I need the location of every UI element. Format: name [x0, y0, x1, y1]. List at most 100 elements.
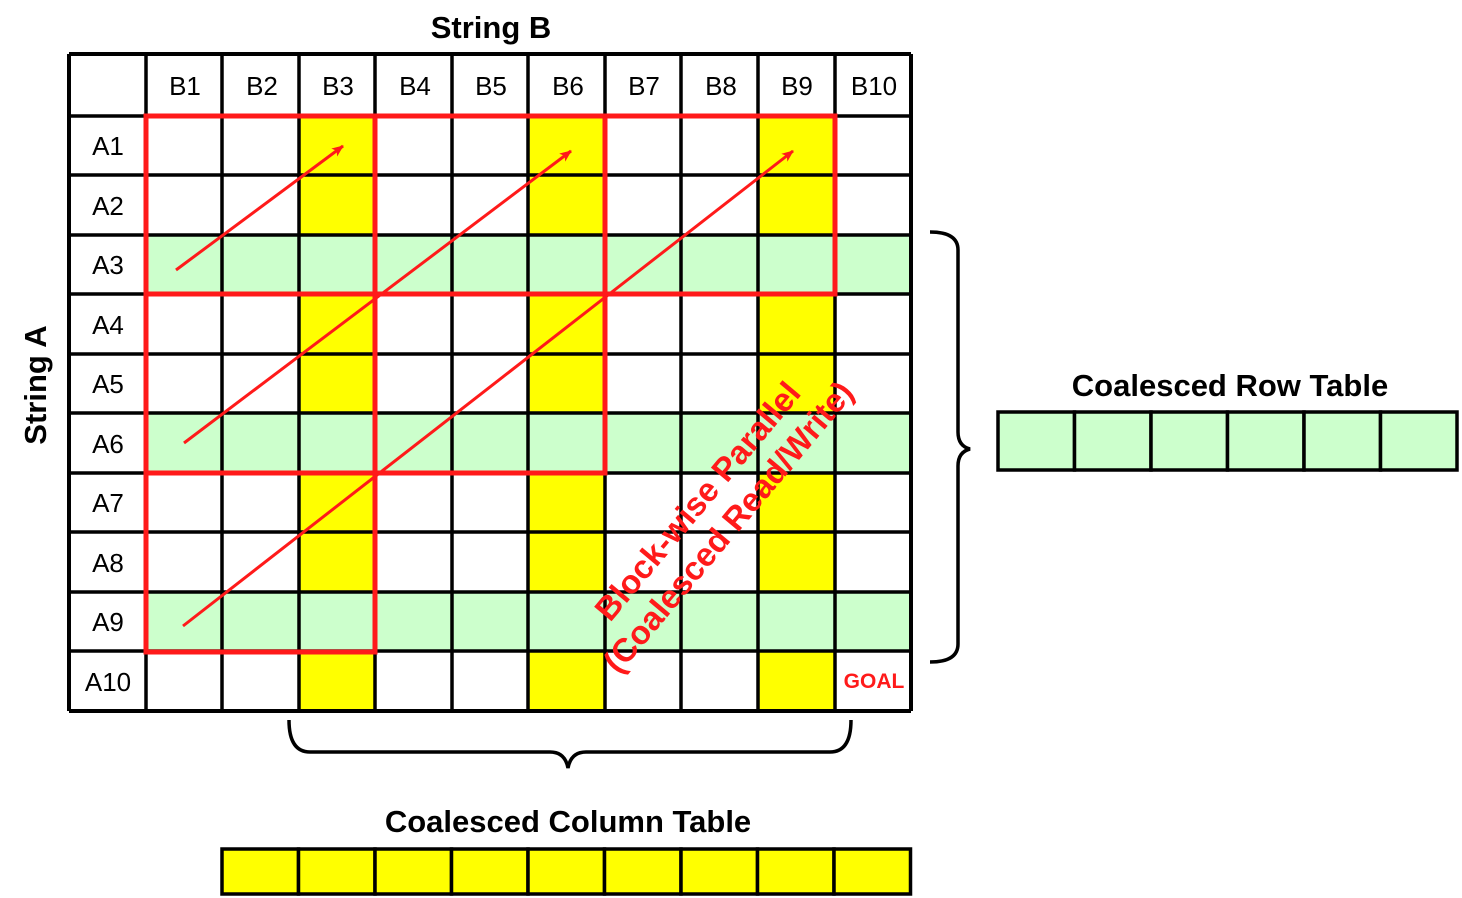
cell-a8-b3	[299, 532, 375, 592]
row-label-a6: A6	[92, 429, 124, 459]
cell-a9-b9	[758, 592, 835, 651]
cell-a9-b5	[452, 592, 528, 651]
column-table-cell	[755, 847, 836, 896]
column-bracket	[287, 719, 853, 769]
cell-a3-b7	[605, 235, 681, 294]
row-label-a3: A3	[92, 250, 124, 280]
cell-a10-b9	[758, 651, 835, 711]
column-label-b6: B6	[552, 71, 584, 101]
wavefront-arrow-2	[183, 149, 572, 445]
row-label-a10: A10	[85, 667, 131, 697]
cell-a8-b9	[758, 532, 835, 592]
column-label-b5: B5	[475, 71, 507, 101]
row-table-cell	[1378, 410, 1459, 472]
row-label-a2: A2	[92, 191, 124, 221]
cell-a6-b9	[758, 413, 835, 473]
cell-a3-b10	[835, 235, 911, 294]
row-label-a8: A8	[92, 548, 124, 578]
row-label-a5: A5	[92, 369, 124, 399]
string-b-label: String B	[431, 10, 552, 45]
wavefront-arrows	[175, 144, 794, 628]
cell-a3-b4	[375, 235, 452, 294]
cell-a6-b3	[299, 413, 375, 473]
column-label-b1: B1	[169, 71, 201, 101]
cell-a3-b8	[681, 235, 758, 294]
coalesced-row-table	[996, 410, 1459, 472]
cell-a3-b6	[528, 235, 605, 294]
wavefront-arrow-3	[182, 149, 794, 628]
column-header-labels: B1 B2 B3 B4 B5 B6 B7 B8 B9 B10	[169, 71, 897, 101]
cell-a4-b9	[758, 294, 835, 354]
cell-a6-b2	[222, 413, 299, 473]
column-label-b8: B8	[705, 71, 737, 101]
coalesced-column-table-label: Coalesced Column Table	[385, 804, 751, 839]
coalesced-column-table	[220, 847, 913, 896]
row-label-a9: A9	[92, 607, 124, 637]
cell-a9-b10	[835, 592, 911, 651]
column-table-cell	[220, 847, 301, 896]
column-label-b4: B4	[399, 71, 431, 101]
cell-a8-b6	[528, 532, 605, 592]
column-table-cell	[449, 847, 530, 896]
row-table-cell	[1072, 410, 1153, 472]
row-label-a4: A4	[92, 310, 124, 340]
block-outline-6	[143, 470, 378, 655]
string-a-label: String A	[18, 325, 53, 444]
column-table-cell	[373, 847, 454, 896]
column-table-cell	[832, 847, 913, 896]
cell-a5-b3	[299, 354, 375, 413]
cell-a3-b3	[299, 235, 375, 294]
column-label-b2: B2	[246, 71, 278, 101]
cell-a9-b7	[605, 592, 681, 651]
cell-a1-b6	[528, 116, 605, 175]
cell-a9-b6	[528, 592, 605, 651]
cell-a7-b6	[528, 473, 605, 532]
cell-a9-b3	[299, 592, 375, 651]
cell-a2-b6	[528, 175, 605, 235]
cell-a5-b9	[758, 354, 835, 413]
row-table-cell	[1302, 410, 1383, 472]
row-label-a7: A7	[92, 488, 124, 518]
cell-a10-b3	[299, 651, 375, 711]
cell-a3-b5	[452, 235, 528, 294]
cell-a5-b6	[528, 354, 605, 413]
column-label-b3: B3	[322, 71, 354, 101]
block-outlines	[143, 113, 838, 655]
column-label-b10: B10	[851, 71, 897, 101]
grid-fills	[69, 54, 911, 711]
cell-a6-b10	[835, 413, 911, 473]
cell-a6-b5	[452, 413, 528, 473]
cell-a7-b3	[299, 473, 375, 532]
block-outline-5	[372, 291, 608, 476]
cell-a10-b6	[528, 651, 605, 711]
row-table-cell	[1149, 410, 1230, 472]
column-table-cell	[679, 847, 760, 896]
cell-a6-b7	[605, 413, 681, 473]
column-table-cell	[526, 847, 607, 896]
row-table-cell	[1225, 410, 1306, 472]
column-label-b9: B9	[781, 71, 813, 101]
cell-a6-b4	[375, 413, 452, 473]
cell-a6-b8	[681, 413, 758, 473]
coalesced-row-table-label: Coalesced Row Table	[1072, 368, 1388, 403]
goal-label: GOAL	[844, 670, 905, 693]
cell-a1-b3	[299, 116, 375, 175]
cell-a2-b9	[758, 175, 835, 235]
column-table-cell	[602, 847, 683, 896]
column-table-cell	[296, 847, 377, 896]
cell-a4-b6	[528, 294, 605, 354]
row-bracket	[929, 230, 971, 664]
cell-a3-b2	[222, 235, 299, 294]
cell-a3-b9	[758, 235, 835, 294]
cell-a9-b8	[681, 592, 758, 651]
cell-a9-b4	[375, 592, 452, 651]
block-outline-3	[602, 113, 838, 297]
row-header-labels: A1 A2 A3 A4 A5 A6 A7 A8 A9 A10	[85, 131, 131, 697]
row-table-cell	[996, 410, 1077, 472]
cell-a2-b3	[299, 175, 375, 235]
cell-a4-b3	[299, 294, 375, 354]
column-label-b7: B7	[628, 71, 660, 101]
cell-a9-b2	[222, 592, 299, 651]
row-label-a1: A1	[92, 131, 124, 161]
